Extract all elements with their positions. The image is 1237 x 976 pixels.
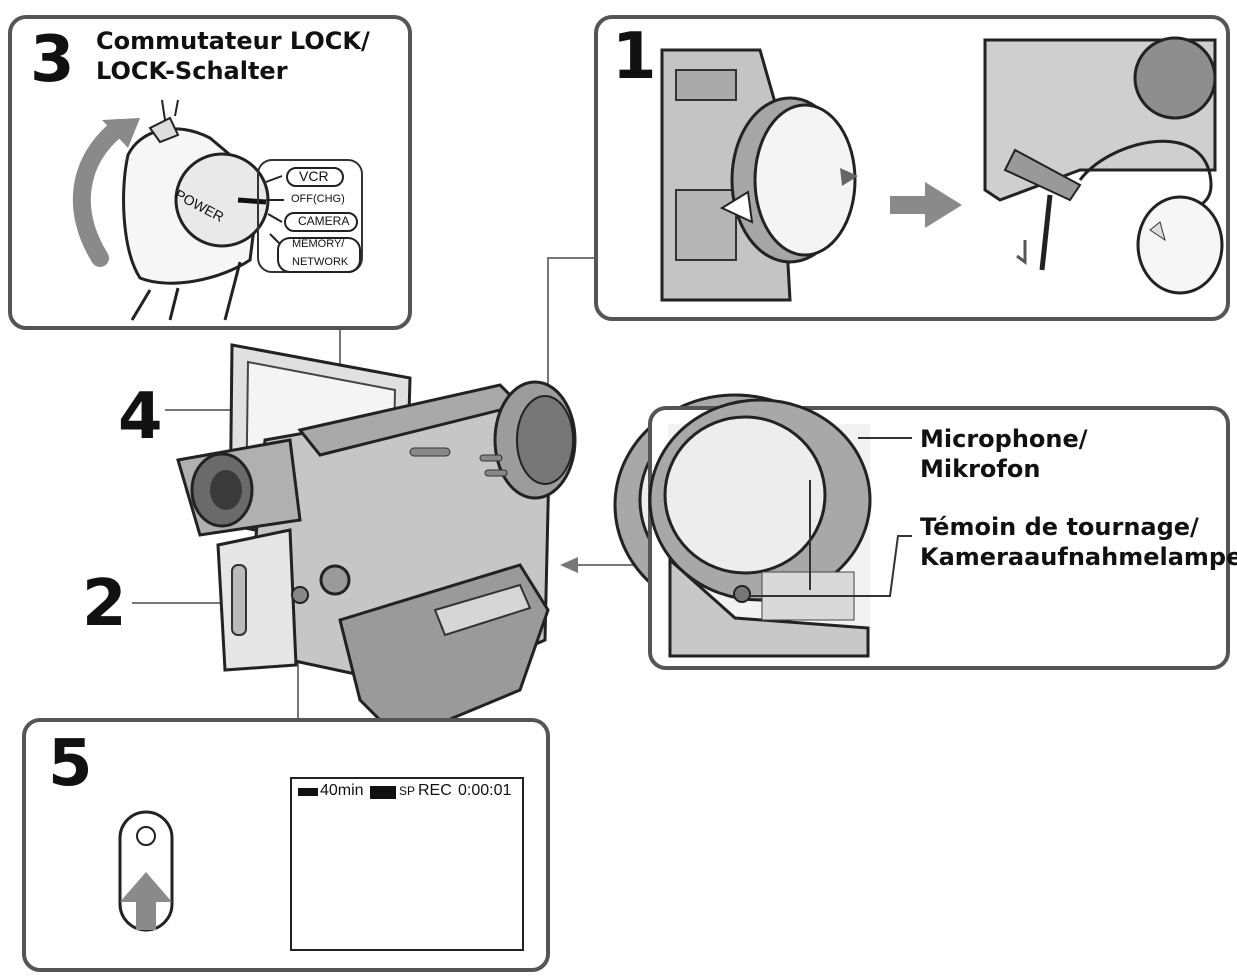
step-number-4: 4 xyxy=(118,380,163,454)
lens-cap-redraw xyxy=(660,36,1224,302)
lock-switch-label: Commutateur LOCK/ LOCK-Schalter xyxy=(96,26,370,86)
connector-step1 xyxy=(547,257,596,400)
power-switch-redraw xyxy=(72,99,363,321)
microphone-label-line1: Microphone/ xyxy=(920,425,1088,453)
step-number-1: 1 xyxy=(612,20,657,94)
screen-battery-time: 40min xyxy=(320,782,364,799)
recording-lamp-label: Témoin de tournage/ Kameraaufnahmelampe xyxy=(920,512,1237,572)
lock-switch-label-line2: LOCK-Schalter xyxy=(96,57,288,85)
recording-lamp-label-line2: Kameraaufnahmelampe xyxy=(920,543,1237,571)
switch-position-network: NETWORK xyxy=(292,256,349,268)
screen-status: REC xyxy=(418,782,452,799)
switch-position-memory: MEMORY/ xyxy=(292,238,345,250)
switch-position-off: OFF(CHG) xyxy=(291,193,345,205)
switch-position-camera: CAMERA xyxy=(298,214,350,228)
switch-position-vcr: VCR xyxy=(299,168,329,184)
lens-detail-redraw xyxy=(648,398,912,658)
camcorder-illustration xyxy=(176,343,577,742)
step-number-5: 5 xyxy=(48,727,93,801)
microphone-label: Microphone/ Mikrofon xyxy=(920,424,1088,484)
step-number-2: 2 xyxy=(82,567,127,641)
screen-counter: 0:00:01 xyxy=(458,782,512,799)
step-number-3: 3 xyxy=(30,23,75,97)
microphone-label-line2: Mikrofon xyxy=(920,455,1041,483)
recording-lamp-label-line1: Témoin de tournage/ xyxy=(920,513,1199,541)
start-stop-redraw xyxy=(118,777,524,951)
screen-tape-mode: SP xyxy=(399,784,416,798)
lock-switch-label-line1: Commutateur LOCK/ xyxy=(96,27,370,55)
arrow-head-detail xyxy=(560,557,578,573)
